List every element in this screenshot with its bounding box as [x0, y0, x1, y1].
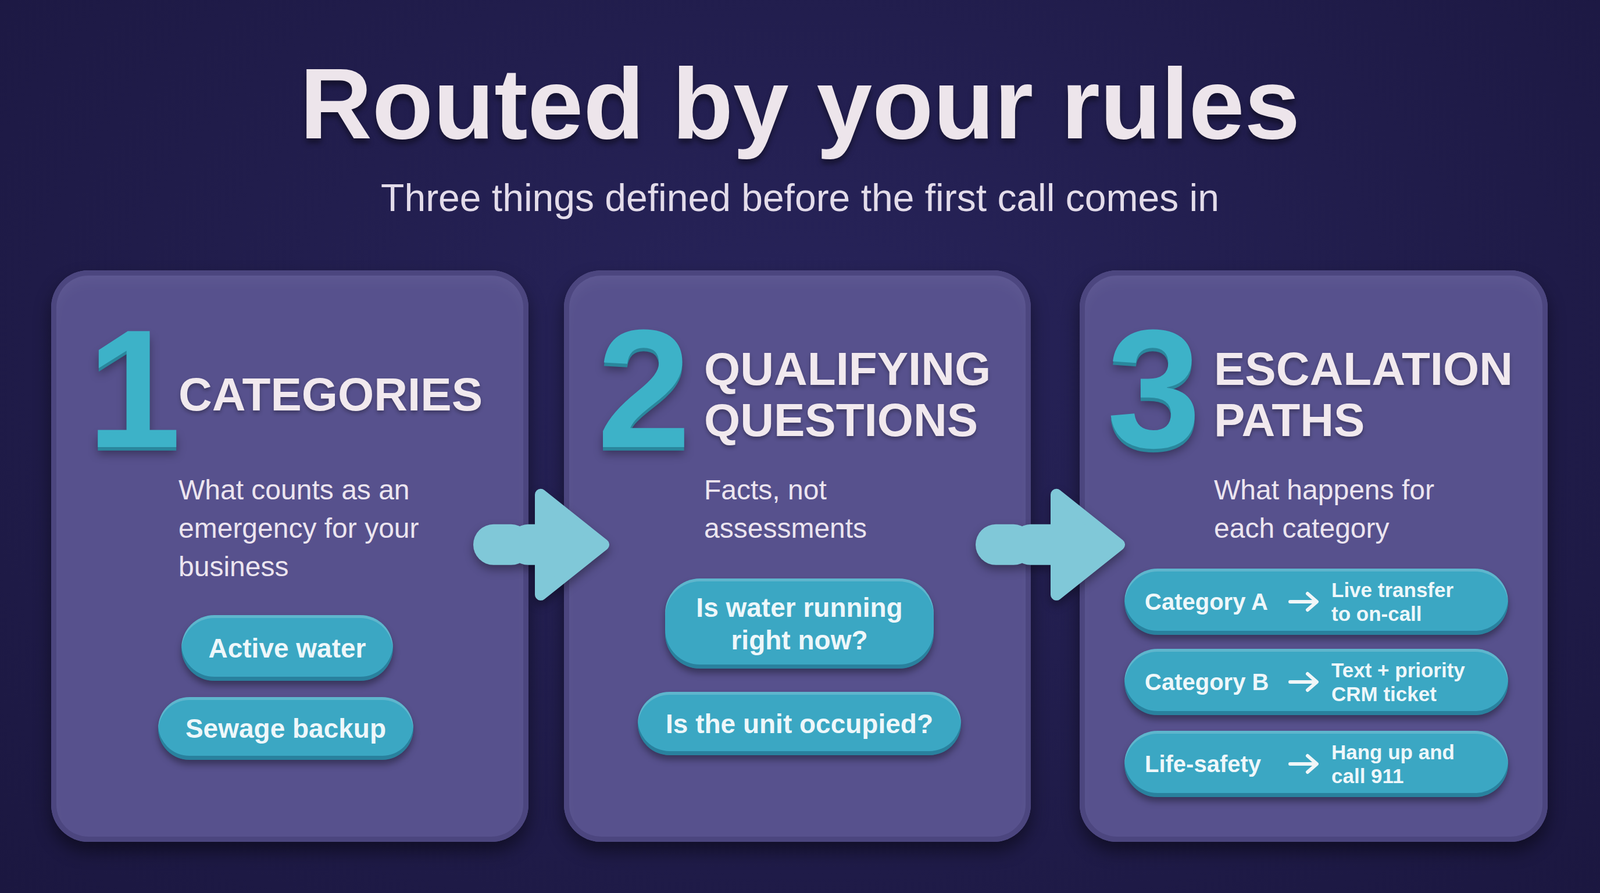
arrow-symbol	[1287, 752, 1321, 776]
category-pill: Active water	[181, 615, 394, 681]
arrow-symbol-path	[1290, 673, 1317, 691]
route-pill: Category A Live transfer to on-call	[1124, 568, 1509, 635]
pill-text: Sewage backup	[185, 712, 387, 745]
route-category: Category A	[1144, 587, 1288, 616]
arrow-symbol-path	[1290, 755, 1317, 773]
connector-group	[528, 544, 1080, 545]
step-heading: QUALIFYING QUESTIONS	[704, 343, 1027, 446]
pill-text: Is water running right now?	[681, 591, 918, 657]
pill-text: Active water	[208, 631, 366, 665]
route-action: Hang up and call 911	[1331, 740, 1477, 788]
step-heading: ESCALATION PATHS	[1213, 343, 1537, 446]
route-pill: Category B Text + priority CRM ticket	[1124, 648, 1509, 716]
pill-text: Is the unit occupied?	[665, 707, 934, 741]
route-action: Text + priority CRM ticket	[1331, 658, 1477, 706]
route-action: Live transfer to on-call	[1331, 577, 1477, 626]
step-heading: CATEGORIES	[178, 369, 502, 421]
arrow-symbol-path	[1290, 593, 1317, 610]
step-panel: 2QUALIFYING QUESTIONS Facts, not assessme…	[563, 270, 1031, 842]
flow-arrow	[1030, 524, 1080, 566]
step-number: 2	[597, 304, 691, 473]
arrow-symbol	[1287, 590, 1321, 614]
step-number: 3	[1106, 304, 1201, 473]
subtitle: Three things defined before the first ca…	[0, 174, 1600, 221]
step-description: Facts, not assessments	[704, 470, 960, 548]
question-pill: Is the unit occupied?	[637, 691, 962, 756]
step-description: What counts as an emergency for your bus…	[178, 470, 435, 587]
step-panel: 3ESCALATION PATHS What happens for each c…	[1079, 270, 1548, 842]
step-description: What happens for each category	[1213, 470, 1470, 548]
flow-arrow	[528, 524, 564, 566]
route-category: Life-safety	[1144, 750, 1288, 778]
category-pill: Sewage backup	[158, 697, 414, 760]
arrow-symbol	[1287, 670, 1321, 694]
question-pill: Is water running right now?	[665, 578, 934, 669]
step-number: 1	[87, 304, 181, 473]
route-pill: Life-safety Hang up and call 911	[1124, 730, 1509, 798]
route-category: Category B	[1144, 668, 1288, 696]
step-panel: 1CATEGORIES What counts as an emergency f…	[51, 270, 529, 842]
title: Routed by your rules	[0, 51, 1600, 156]
